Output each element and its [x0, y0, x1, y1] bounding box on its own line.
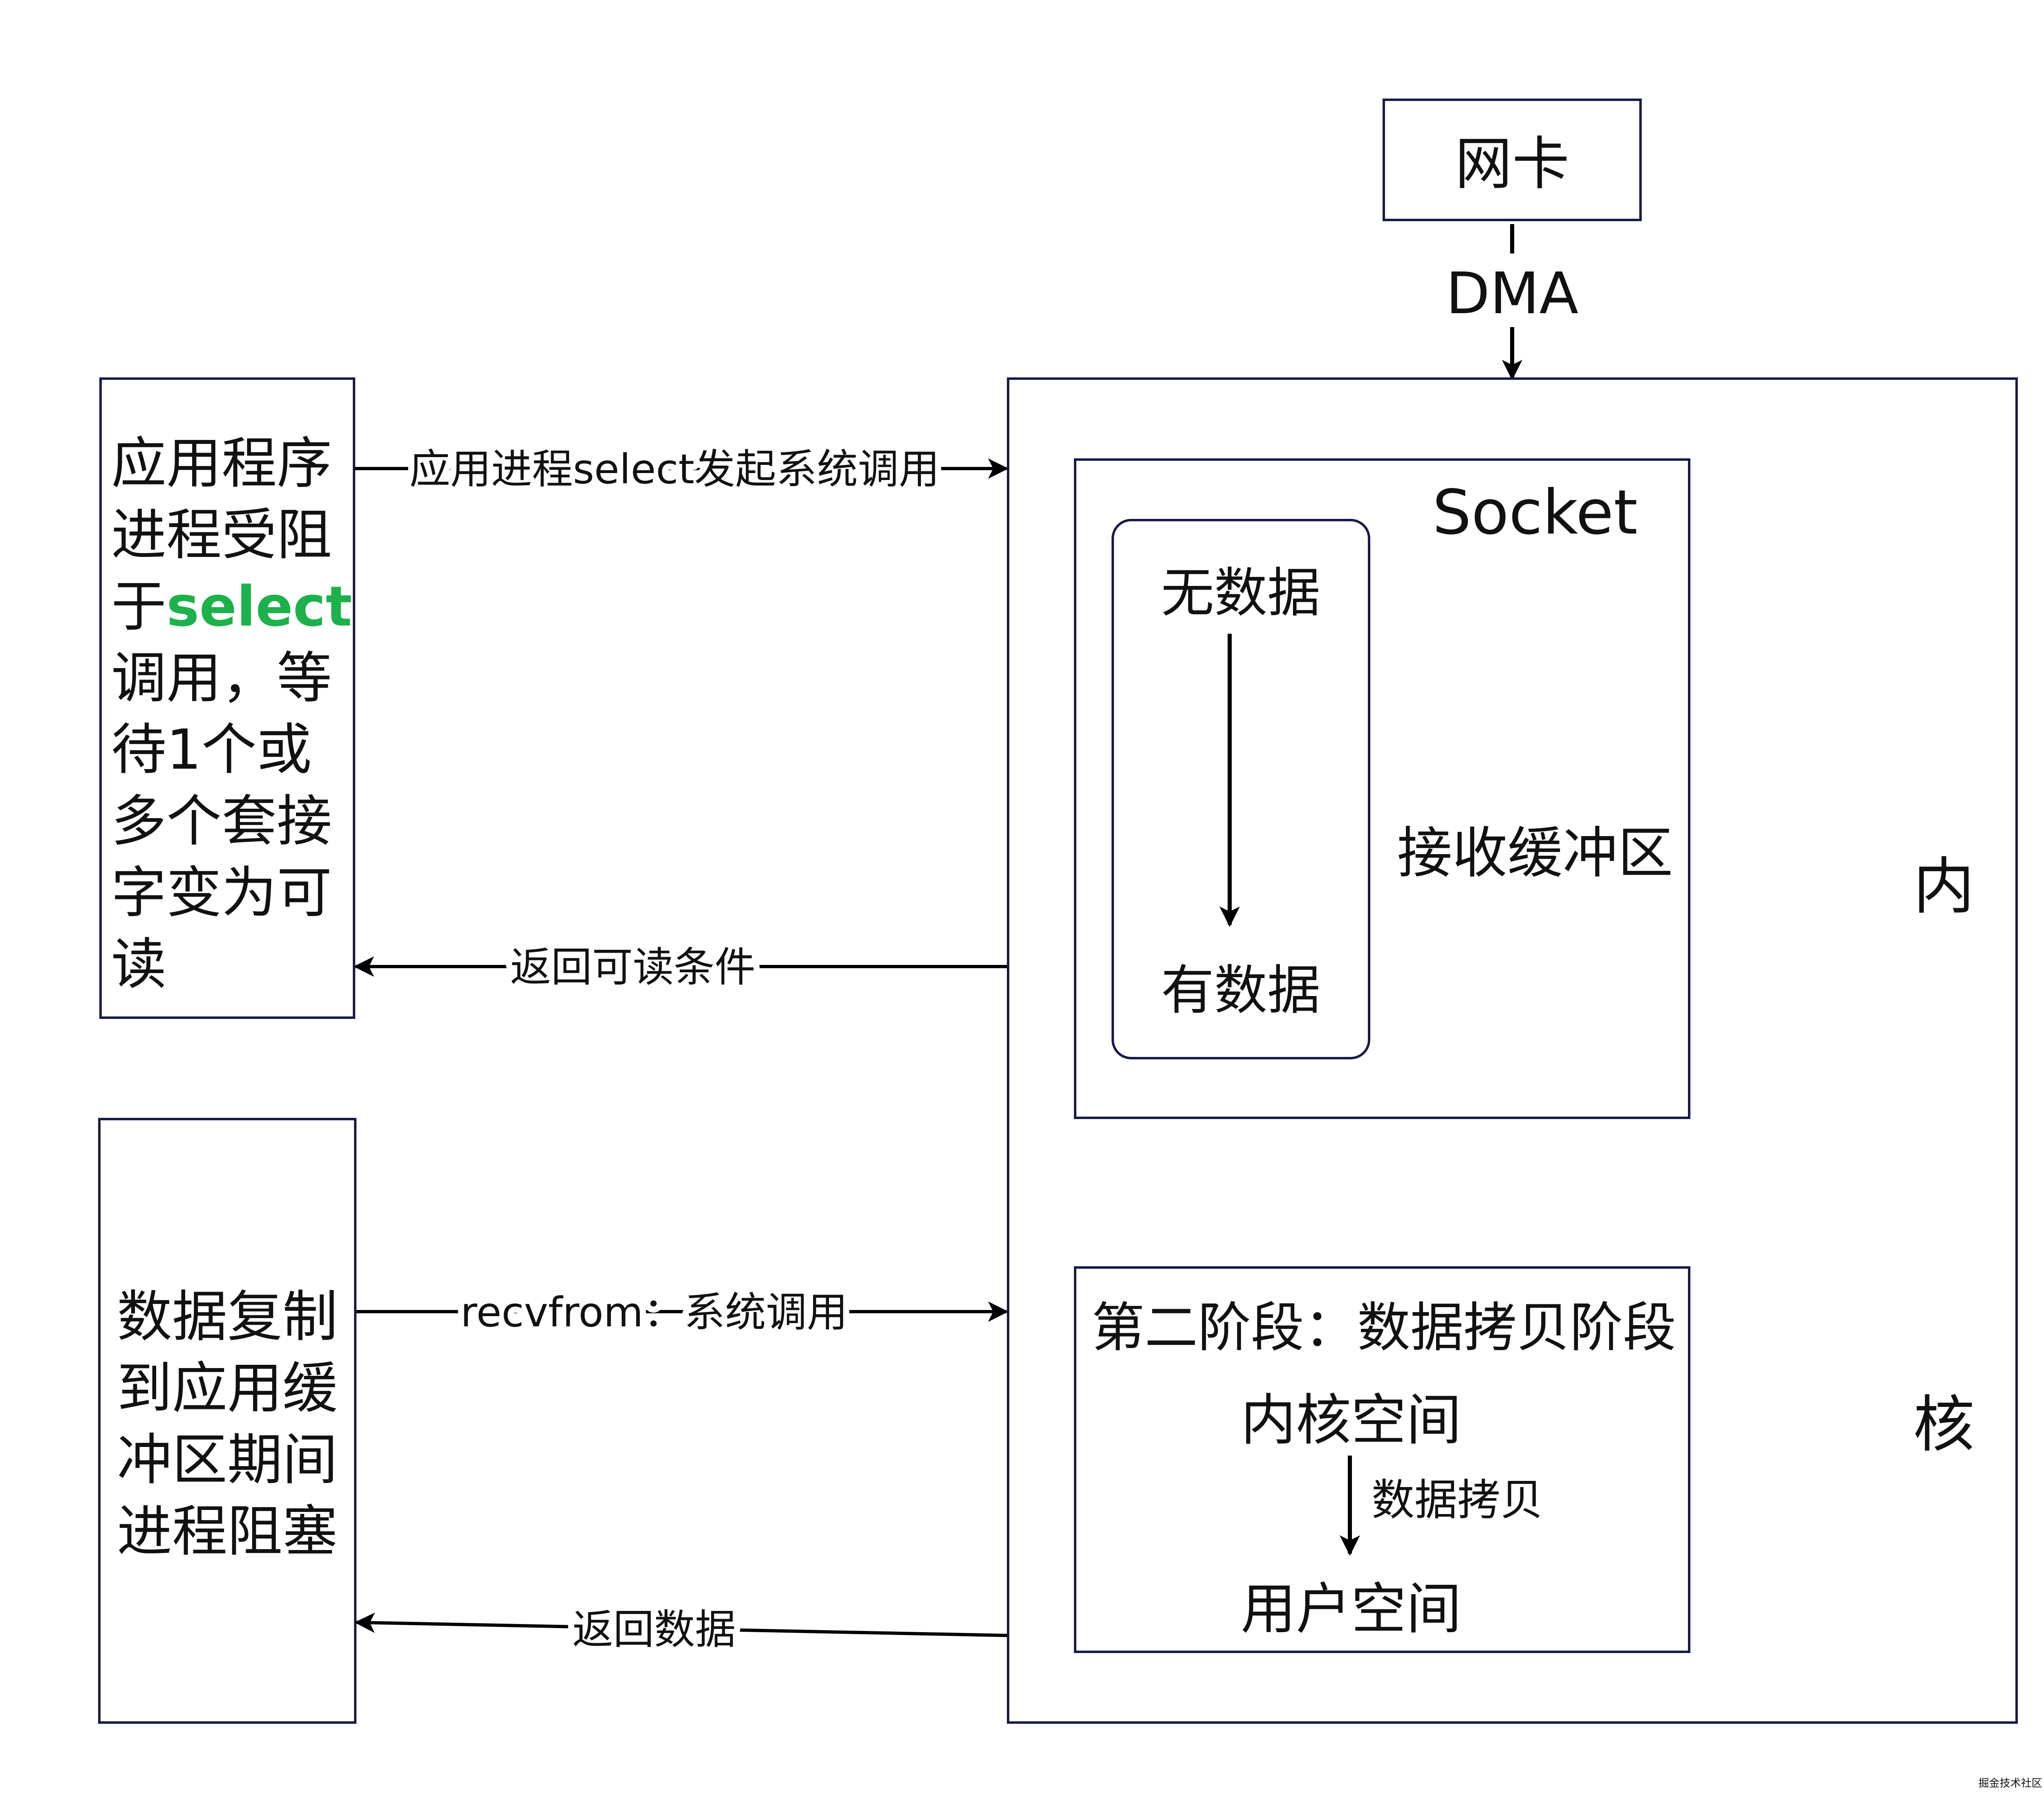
app-top-line-8: 读 [111, 932, 166, 996]
app-top-line-1: 应用程序 [111, 431, 332, 496]
kernel-char-2: 核 [1913, 1389, 1975, 1460]
user-space-label: 用户空间 [1241, 1577, 1461, 1641]
no-data-label: 无数据 [1161, 562, 1320, 624]
dma-label: DMA [1446, 260, 1578, 327]
app-box-top [99, 377, 355, 1019]
stage2-title: 第二阶段：数据拷贝阶段 [1091, 1297, 1676, 1359]
watermark: 掘金技术社区 @ 次元 [1978, 1777, 2044, 1790]
socket-state-box [1112, 519, 1370, 1059]
select-highlight: select [166, 574, 352, 639]
select-call-label: 应用进程select发起系统调用 [409, 445, 939, 493]
app-box-top-text: 应用程序 进程受阻 于select 调用，等 待1个或 多个套接 字变为可 读 [111, 431, 352, 996]
recv-buffer-label: 接收缓冲区 [1397, 821, 1673, 885]
app-box-bottom [98, 1118, 356, 1724]
app-bottom-line-3: 冲区期间 [117, 1428, 338, 1492]
app-box-bottom-text: 数据复制 到应用缓 冲区期间 进程阻塞 [117, 1285, 338, 1564]
nic-box [1383, 99, 1642, 221]
app-top-line-3-prefix: 于 [111, 574, 166, 639]
app-top-line-4: 调用，等 [111, 646, 332, 710]
app-top-line-7: 字变为可 [111, 861, 332, 925]
data-copy-label: 数据拷贝 [1372, 1475, 1543, 1525]
return-readable-label: 返回可读条件 [510, 943, 755, 991]
kernel-space-label: 内核空间 [1241, 1388, 1461, 1452]
app-top-line-5: 待1个或 [111, 718, 312, 782]
return-data-label: 返回数据 [572, 1606, 736, 1653]
app-bottom-line-1: 数据复制 [117, 1285, 338, 1349]
kernel-char-1: 内 [1913, 851, 1975, 922]
app-bottom-line-2: 到应用缓 [117, 1356, 338, 1420]
recvfrom-call-label: recvfrom：系统调用 [460, 1288, 847, 1336]
nic-label: 网卡 [1455, 131, 1569, 197]
has-data-label: 有数据 [1161, 959, 1320, 1021]
stage2-box [1074, 1266, 1690, 1653]
socket-title: Socket [1432, 477, 1638, 548]
app-top-line-3: 于select [111, 574, 352, 639]
process-blocked-label: 进程阻塞 [117, 1499, 338, 1564]
app-top-line-6: 多个套接 [111, 789, 332, 853]
app-top-line-2: 进程受阻 [111, 503, 332, 567]
return-data-arrow [354, 1612, 1008, 1637]
